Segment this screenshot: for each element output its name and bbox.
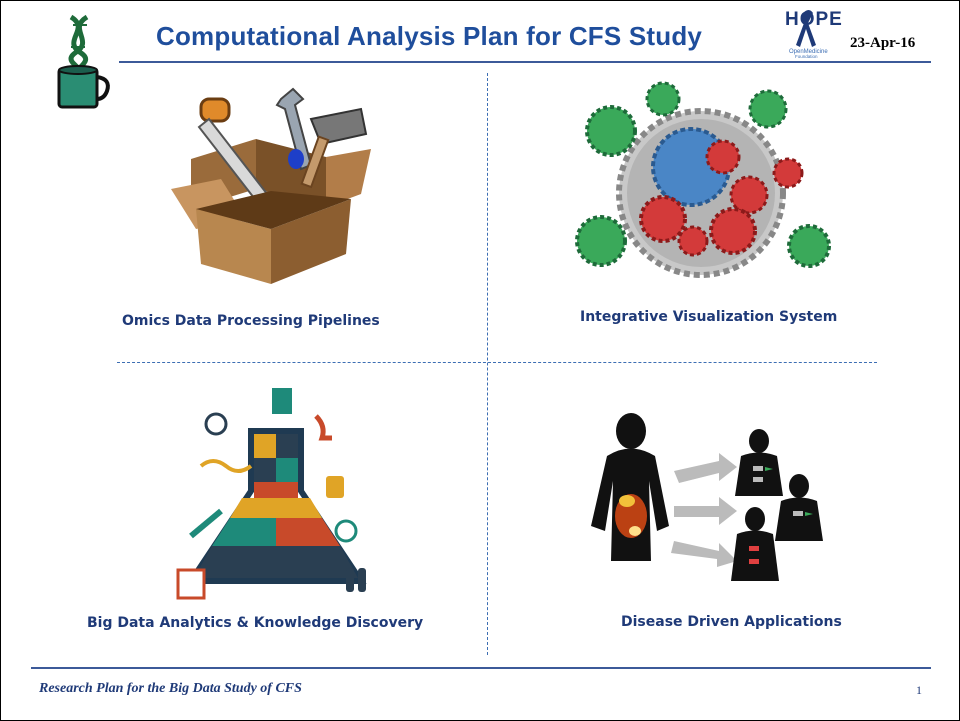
header-divider xyxy=(119,61,931,63)
hope-foundation-logo: HOPE OpenMedicine Foundation xyxy=(779,7,853,59)
horizontal-dashed-divider xyxy=(117,362,877,363)
svg-text:OpenMedicine: OpenMedicine xyxy=(789,49,828,55)
slide-date: 23-Apr-16 xyxy=(850,35,916,51)
panel-label-disease: Disease Driven Applications xyxy=(621,614,842,630)
human-silhouettes-icon xyxy=(569,411,849,591)
science-flask-icon xyxy=(176,386,386,601)
footer-divider xyxy=(31,667,931,669)
page-title: Computational Analysis Plan for CFS Stud… xyxy=(156,21,703,51)
dna-mug-logo-icon xyxy=(51,11,113,111)
panel-label-omics: Omics Data Processing Pipelines xyxy=(122,313,380,329)
panel-label-analytics: Big Data Analytics & Knowledge Discovery xyxy=(87,615,424,631)
page-number: 1 xyxy=(916,683,922,697)
svg-text:Foundation: Foundation xyxy=(795,54,818,59)
svg-text:HOPE: HOPE xyxy=(785,9,843,30)
gears-network-icon xyxy=(573,81,835,291)
vertical-dashed-divider xyxy=(487,73,488,655)
toolbox-icon xyxy=(161,79,391,289)
panel-label-visualization: Integrative Visualization System xyxy=(580,309,838,325)
footer-text: Research Plan for the Big Data Study of … xyxy=(39,681,302,696)
